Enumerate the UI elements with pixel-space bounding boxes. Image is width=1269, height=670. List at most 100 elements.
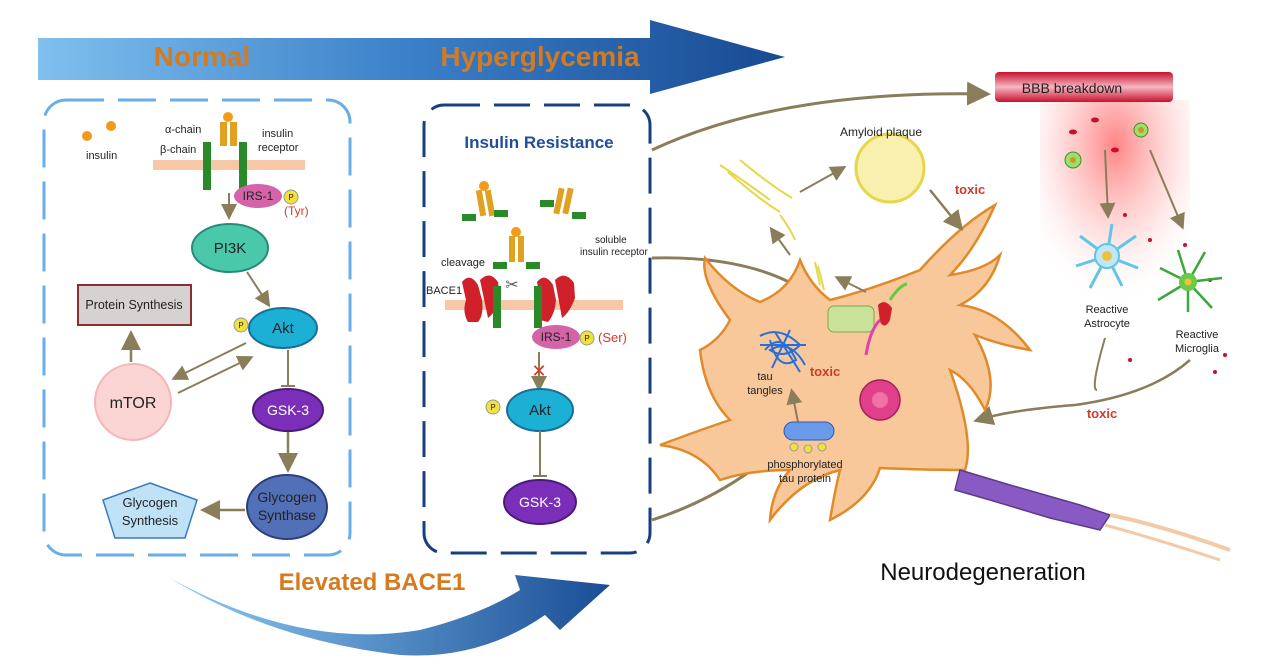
ser-label: (Ser): [598, 330, 627, 345]
reactive-astrocyte-icon: [1075, 223, 1139, 289]
beta-chain-label: β-chain: [160, 144, 196, 156]
arrow-glia-to-neuron: [973, 359, 1191, 426]
hyperglycemia-label: Hyperglycemia: [440, 41, 640, 72]
receptor-beta-chain: [493, 286, 501, 328]
reactive-microglia-label: Microglia: [1175, 343, 1220, 355]
akt-label: Akt: [272, 320, 295, 337]
arrow-to-bbb: [651, 81, 991, 152]
tau-tangles-icon: [759, 329, 806, 373]
glycogen-synthesis-shape: [102, 482, 198, 539]
amyloid-plaque-icon: [854, 132, 926, 204]
pi3k-label: PI3K: [214, 240, 247, 257]
arrow: [246, 271, 271, 308]
app-fragment: [864, 318, 882, 356]
normal-label: Normal: [154, 41, 250, 72]
glia-converge-line: [1093, 337, 1106, 391]
phosphate-icon: [283, 189, 299, 205]
phospho-tau-label: phosphorylated: [767, 459, 842, 471]
gsk3-node: [503, 479, 577, 525]
arrow: [171, 342, 247, 380]
bbb-breakdown-label: BBB breakdown: [1022, 80, 1122, 96]
astrocyte-nucleus: [1102, 251, 1112, 261]
neurodegeneration-label: Neurodegeneration: [880, 559, 1086, 586]
arrow: [786, 388, 803, 423]
pi3k-node: [191, 223, 269, 273]
insulin-receptor-label: insulin: [262, 128, 293, 140]
insulin-resistance-title: Insulin Resistance: [464, 133, 613, 152]
insulin-dot-icon: [82, 131, 92, 141]
phosphate-label: P: [238, 321, 243, 330]
phosphate-label: P: [490, 403, 495, 412]
cell-membrane: [153, 160, 305, 170]
phosphate-label: P: [288, 193, 293, 202]
elevated-bace1-label: Elevated BACE1: [279, 569, 466, 596]
cleaved-receptor-icon: [493, 227, 540, 269]
irs1-label: IRS-1: [243, 189, 274, 203]
alpha-chain-label: α-chain: [165, 124, 201, 136]
bottom-curved-arrow: [170, 575, 610, 656]
monocyte-nucleus: [1138, 127, 1144, 133]
blood-vessel: [995, 72, 1173, 102]
phosphate-icon: [233, 317, 249, 333]
soluble-receptor-label: soluble: [595, 235, 627, 246]
bace1-enzyme-icon: [462, 277, 483, 322]
soluble-receptor-icon: [540, 187, 586, 219]
receptor-beta-chain: [534, 286, 542, 328]
arrow: [929, 189, 964, 231]
glycogen-synthesis-label: Synthesis: [122, 513, 179, 528]
protein-synthesis-label: Protein Synthesis: [85, 298, 182, 312]
arrow: [834, 276, 867, 293]
bace1-enzyme-icon: [555, 275, 575, 318]
bace1-label: BACE1: [426, 285, 462, 297]
app-fragment: [888, 282, 908, 301]
gsk3-label: GSK-3: [519, 494, 561, 510]
normal-panel: [42, 98, 352, 557]
arrow: [1099, 149, 1116, 219]
top-banner-arrow: [38, 20, 785, 94]
toxic-label: toxic: [1087, 406, 1117, 421]
phosphate-icon: [789, 442, 827, 454]
glycogen-synthase-label: Glycogen: [257, 489, 316, 505]
tau-tangles-label: tangles: [747, 385, 783, 397]
cleavage-label: cleavage: [441, 257, 485, 269]
amyloid-fibril-icon: [719, 159, 825, 291]
mtor-label: mTOR: [110, 395, 157, 412]
red-blood-cell-icon: [1069, 117, 1227, 374]
akt-node: [248, 307, 318, 349]
insulin-label: insulin: [86, 150, 117, 162]
gsk3-node: [252, 388, 324, 432]
irs1-node: [532, 325, 580, 349]
tau-tangles-label: tau: [757, 371, 772, 383]
toxic-label: toxic: [955, 182, 985, 197]
soluble-receptor-label: insulin receptor: [580, 247, 648, 258]
irs1-label: IRS-1: [541, 330, 572, 344]
glycogen-synthase-node: [246, 474, 328, 540]
arrow: [177, 356, 254, 394]
phospho-tau-label: tau protein: [779, 473, 831, 485]
arrow: [1149, 149, 1185, 230]
arrow: [769, 226, 791, 256]
nucleolus: [872, 392, 888, 408]
phosphate-icon: [485, 399, 501, 415]
insulin-receptor-label: receptor: [258, 142, 299, 154]
insulin-receptor-icon: [203, 112, 247, 190]
amyloid-plaque-label: Amyloid plaque: [840, 125, 922, 139]
insulin-dot-icon: [106, 121, 116, 131]
soluble-receptor-icon: [462, 181, 508, 221]
tyr-label: (Tyr): [284, 204, 309, 218]
toxic-label: toxic: [810, 364, 840, 379]
bace1-enzyme-icon: [878, 302, 892, 326]
microglia-nucleus: [1184, 278, 1192, 286]
akt-label: Akt: [529, 402, 552, 419]
monocyte-nucleus: [1070, 157, 1076, 163]
glycogen-synthase-label: Synthase: [258, 507, 317, 523]
insulin-resistance-panel: [422, 103, 652, 555]
scissors-icon: ✂: [505, 277, 518, 294]
reactive-astrocyte-label: Reactive: [1086, 304, 1129, 316]
phosphorylated-tau-icon: [783, 421, 835, 441]
irs1-node: [234, 184, 282, 208]
block-x-icon: ✕: [531, 361, 546, 381]
gsk3-label: GSK-3: [267, 402, 309, 418]
phosphate-icon: [579, 330, 595, 346]
